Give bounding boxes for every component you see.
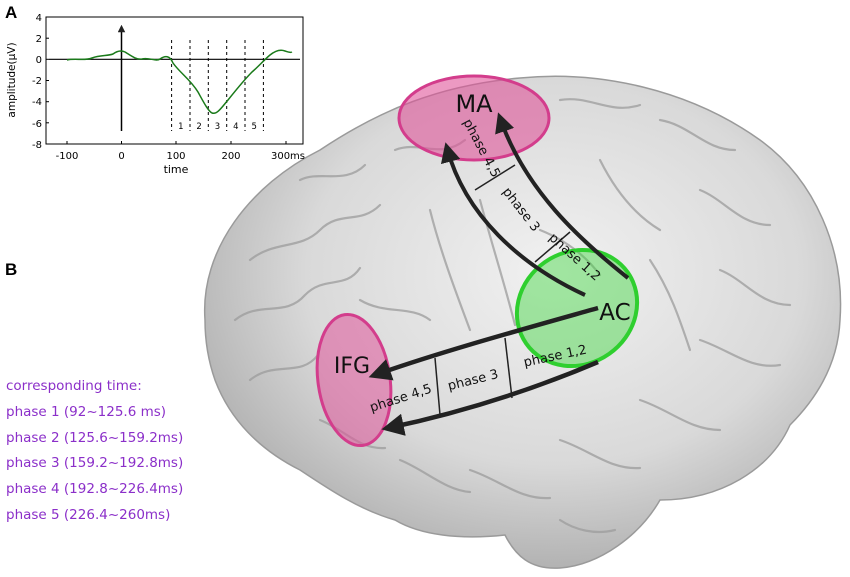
ma-divider-1 bbox=[474, 164, 516, 191]
erp-x-axis-label: time bbox=[164, 163, 189, 176]
x-tick-label: 300ms bbox=[271, 151, 305, 162]
phase-number: 2 bbox=[196, 122, 201, 132]
ac-to-ma-pathway bbox=[440, 112, 630, 297]
x-tick-label: 100 bbox=[166, 151, 185, 162]
legend-item: phase 1 (92~125.6 ms) bbox=[6, 403, 167, 420]
ifg-divider-2 bbox=[504, 337, 513, 399]
legend-item: phase 3 (159.2~192.8ms) bbox=[6, 455, 184, 472]
phase-time-legend: corresponding time: phase 1 (92~125.6 ms… bbox=[6, 374, 183, 529]
panel-a-letter: A bbox=[5, 3, 18, 22]
erp-y-ticks bbox=[46, 16, 49, 145]
ma-divider-2 bbox=[534, 231, 571, 263]
ifg-label: IFG bbox=[334, 354, 370, 379]
ac-region bbox=[514, 247, 640, 369]
y-tick-label: 2 bbox=[36, 34, 42, 45]
legend-item: phase 2 (125.6~159.2ms) bbox=[6, 429, 184, 446]
x-tick-label: 200 bbox=[221, 151, 240, 162]
y-tick-label: 4 bbox=[36, 13, 42, 24]
ma-label: MA bbox=[455, 90, 493, 118]
erp-plot: 4 2 0 -2 -4 -6 -8 -100 0 100 200 300ms t… bbox=[6, 13, 305, 176]
panel-b-letter: B bbox=[5, 260, 18, 279]
phase-number: 5 bbox=[251, 122, 256, 132]
legend-item: phase 4 (192.8~226.4ms) bbox=[6, 481, 184, 498]
erp-waveform bbox=[66, 49, 293, 115]
erp-y-tick-labels: 4 2 0 -2 -4 -6 -8 bbox=[32, 13, 42, 151]
y-tick-label: -8 bbox=[32, 140, 42, 151]
legend-item: phase 5 (226.4~260ms) bbox=[6, 506, 171, 523]
erp-y-axis-label: amplitude(μV) bbox=[6, 42, 18, 117]
phase-number: 3 bbox=[215, 122, 220, 132]
ma-region bbox=[397, 74, 551, 162]
ac-to-ifg-pathway bbox=[368, 305, 599, 436]
erp-phase-numbers: 1 2 3 4 5 bbox=[178, 122, 257, 132]
x-tick-label: -100 bbox=[56, 151, 79, 162]
ifg-arrow-bottom bbox=[381, 359, 599, 436]
ifg-divider-1 bbox=[434, 357, 441, 416]
ma-arrow-right bbox=[495, 112, 630, 280]
ifg-arrow-top bbox=[368, 305, 599, 381]
ma-arrow-left bbox=[440, 142, 586, 297]
phase-number: 1 bbox=[178, 122, 183, 132]
y-tick-label: 0 bbox=[36, 55, 42, 66]
erp-plot-frame bbox=[45, 16, 304, 145]
phase-number: 4 bbox=[233, 122, 238, 132]
brain-gyri bbox=[233, 98, 792, 534]
ac-label: AC bbox=[599, 300, 630, 326]
erp-x-ticks bbox=[66, 141, 287, 144]
x-tick-label: 0 bbox=[118, 151, 124, 162]
erp-x-tick-labels: -100 0 100 200 300ms bbox=[56, 151, 305, 162]
y-tick-label: -2 bbox=[32, 76, 42, 87]
legend-title: corresponding time: bbox=[6, 378, 142, 394]
y-tick-label: -4 bbox=[32, 97, 42, 108]
y-tick-label: -6 bbox=[32, 119, 42, 130]
